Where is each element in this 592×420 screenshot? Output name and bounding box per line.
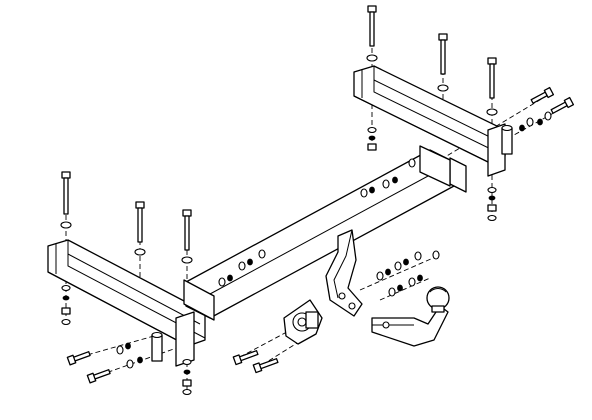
right-vertical-bolts — [366, 5, 498, 222]
main-crossbar — [183, 145, 467, 321]
tow-ball-neck — [371, 286, 450, 347]
ball-mount-fasteners — [376, 250, 440, 297]
left-side-bracket — [47, 239, 206, 367]
electrical-socket-plate — [283, 299, 323, 345]
horizontal-bolts — [66, 86, 575, 384]
left-vertical-bolts — [60, 171, 193, 396]
ball-mount-drop-bracket — [325, 229, 363, 317]
right-side-bracket — [353, 65, 513, 177]
crossbar-fasteners — [218, 158, 416, 287]
